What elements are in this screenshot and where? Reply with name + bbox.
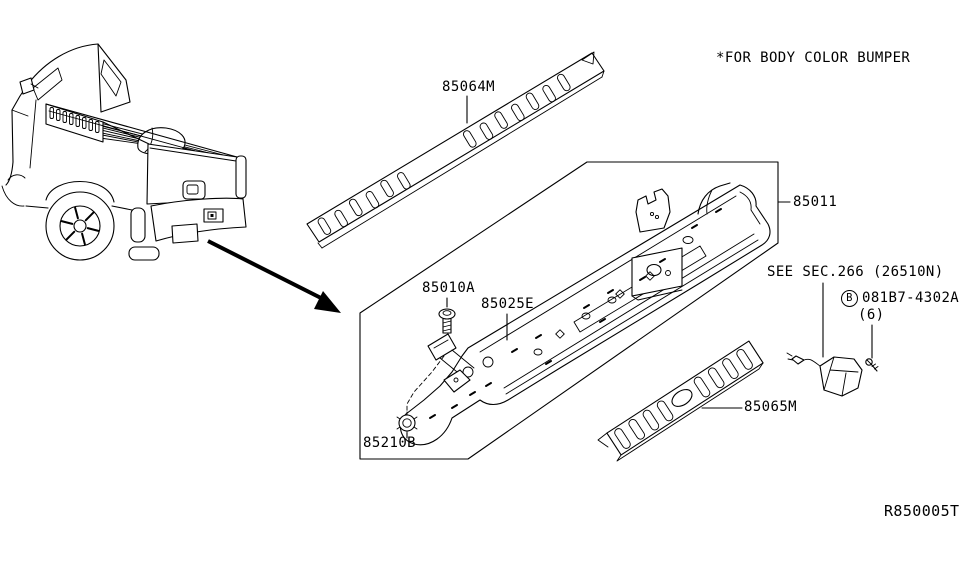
- headboard-slots: [49, 107, 100, 133]
- truck-wheels: [1, 161, 133, 261]
- screw-081B7: [865, 358, 879, 372]
- bumper-mounting-brackets: [635, 182, 731, 233]
- part-label-nut: 85210B: [363, 435, 416, 451]
- bracket-85025E: [427, 333, 475, 393]
- step-pad-upper-85064M: [306, 51, 605, 249]
- see-section-reference: SEE SEC.266 (26510N): [767, 264, 944, 280]
- tailgate: [146, 143, 244, 205]
- truck-bumper: [150, 197, 247, 242]
- truck-license-bracket: [203, 208, 224, 223]
- lamp-housing: [819, 356, 863, 397]
- part-label-bracket: 85025E: [481, 296, 534, 312]
- assembly-group-box: [359, 161, 779, 460]
- bumper-assembly-85011: [399, 182, 771, 446]
- license-lamp-assembly: [786, 352, 863, 397]
- bed-rear-pillar-near: [130, 207, 146, 243]
- bumper-tick-marks: [429, 208, 722, 419]
- part-label-bolt: 85010A: [422, 280, 475, 296]
- side-mirror: [19, 77, 35, 95]
- truck-cab: [11, 43, 131, 169]
- pointer-arrow: [207, 239, 341, 313]
- bolt-85010A: [438, 308, 456, 334]
- bed-rear-pillar-far: [235, 155, 247, 199]
- fastener-symbol-badge: B: [841, 290, 858, 307]
- truck-bumper-end-cap: [128, 246, 160, 261]
- bed-far-rail: [45, 103, 238, 158]
- fastener-quantity: (6): [858, 307, 885, 323]
- leader-lines: [406, 95, 873, 439]
- tailgate-handle: [182, 180, 206, 200]
- nut-85210B: [396, 411, 418, 435]
- diagram-code: R850005T: [884, 502, 960, 520]
- part-label-step-pad-lower: 85065M: [744, 399, 797, 415]
- upper-pad-slots-right: [463, 73, 571, 148]
- truck-illustration: [1, 43, 247, 261]
- truck-bumper-step: [171, 223, 199, 244]
- license-plate-bracket: [631, 247, 683, 301]
- fastener-part-number: 081B7-4302A: [862, 290, 960, 306]
- upper-pad-slots-left: [317, 172, 411, 235]
- bumper-holes: [462, 236, 694, 378]
- part-label-bumper-assembly: 85011: [793, 194, 838, 210]
- step-pad-lower-85065M: [597, 340, 764, 462]
- fastener-callout: B 081B7-4302A: [841, 290, 959, 307]
- lower-pad-lamp-hole: [671, 389, 693, 407]
- bed-near-rail: [102, 121, 150, 145]
- part-label-step-pad-upper: 85064M: [442, 79, 495, 95]
- lower-pad-slots: [614, 349, 753, 449]
- body-color-note: *FOR BODY COLOR BUMPER: [716, 50, 911, 66]
- lamp-connector: [791, 355, 805, 365]
